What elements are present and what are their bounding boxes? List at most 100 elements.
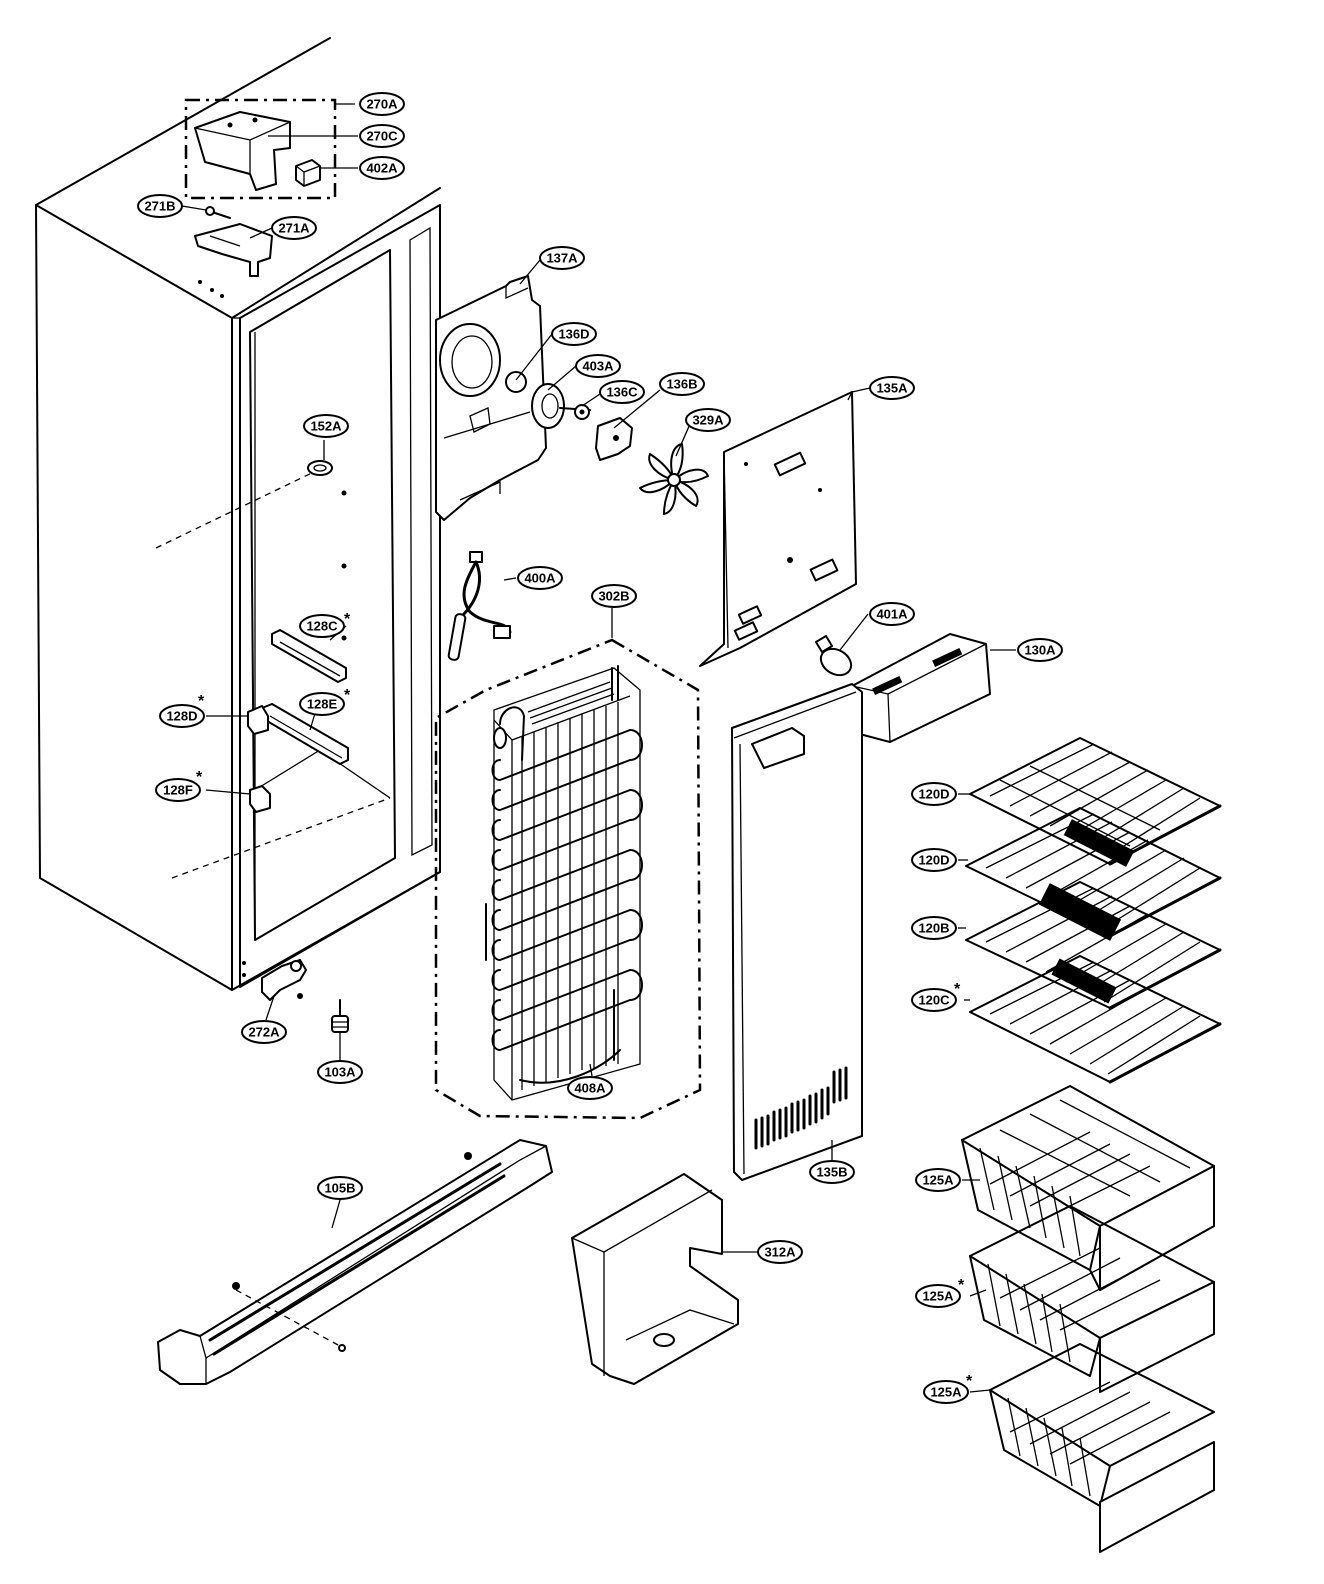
svg-text:402A: 402A <box>366 161 398 176</box>
leveling-leg-103a <box>331 999 349 1033</box>
cover-panel-135a <box>699 391 857 667</box>
svg-text:*: * <box>966 1373 973 1390</box>
svg-text:125A: 125A <box>922 1289 954 1304</box>
callout-270c: 270C <box>359 124 405 148</box>
svg-text:136D: 136D <box>558 327 589 342</box>
svg-text:400A: 400A <box>524 571 556 586</box>
vent-slots <box>754 1066 848 1150</box>
svg-text:125A: 125A <box>930 1385 962 1400</box>
callout-401a: 401A <box>869 602 915 626</box>
svg-text:*: * <box>344 687 351 704</box>
bracket-271a <box>194 223 273 277</box>
callout-120b: 120B <box>911 916 957 940</box>
callout-403a: 403A <box>575 354 621 378</box>
svg-text:152A: 152A <box>310 419 342 434</box>
callout-137a: 137A <box>539 246 585 270</box>
svg-text:120C: 120C <box>918 993 950 1008</box>
evaporator-fins <box>521 681 619 1090</box>
rail-block-128d <box>247 705 269 735</box>
svg-text:*: * <box>198 693 205 710</box>
svg-text:135B: 135B <box>816 1165 847 1180</box>
svg-text:408A: 408A <box>574 1081 606 1096</box>
callout-120d-second: 120D <box>911 848 957 872</box>
svg-text:128D: 128D <box>166 709 197 724</box>
connector-402a <box>295 159 321 187</box>
basket-125a-bottom <box>989 1343 1215 1553</box>
svg-text:272A: 272A <box>248 1025 280 1040</box>
callout-136d: 136D <box>551 322 597 346</box>
callout-272a: 272A <box>241 1020 287 1044</box>
svg-text:403A: 403A <box>582 359 614 374</box>
screw-271b <box>205 206 231 219</box>
basket-125a-middle <box>969 1205 1215 1393</box>
shelf-120c <box>969 955 1222 1084</box>
shelf-rail-128c <box>271 629 347 683</box>
svg-text:128F: 128F <box>163 783 193 798</box>
svg-text:130A: 130A <box>1024 643 1056 658</box>
callout-128e: 128E * <box>299 687 351 716</box>
callout-329a: 329A <box>685 408 731 432</box>
control-box-270c <box>194 111 291 191</box>
evaporator-coils <box>491 729 643 1051</box>
shelf-120b <box>965 881 1222 1010</box>
callout-136c: 136C <box>599 380 645 404</box>
callout-400a: 400A <box>517 566 563 590</box>
svg-text:*: * <box>196 769 203 786</box>
svg-text:271B: 271B <box>144 199 175 214</box>
refrigerator-cabinet <box>35 37 441 991</box>
svg-text:*: * <box>954 981 961 998</box>
callout-103a: 103A <box>317 1060 363 1084</box>
svg-text:105B: 105B <box>324 1181 355 1196</box>
callout-152a: 152A <box>303 414 349 438</box>
callout-135a: 135A <box>869 376 915 400</box>
svg-text:329A: 329A <box>692 413 724 428</box>
callout-105b: 105B <box>317 1176 363 1200</box>
bottom-bracket-105b <box>157 1139 553 1385</box>
callout-135b: 135B <box>809 1160 855 1184</box>
callout-136b: 136B <box>659 372 705 396</box>
callout-270a: 270A <box>359 92 405 116</box>
svg-text:128E: 128E <box>307 697 338 712</box>
svg-text:271A: 271A <box>278 221 310 236</box>
leader-lines <box>181 103 1016 1393</box>
evaporator-302b <box>485 665 643 1101</box>
rail-block-128f <box>249 785 271 813</box>
rear-panel-135b <box>731 683 863 1181</box>
callout-408a: 408A <box>567 1076 613 1100</box>
svg-text:120D: 120D <box>918 853 949 868</box>
callout-302b: 302B <box>591 584 637 608</box>
callout-271a: 271A <box>271 216 317 240</box>
fan-shroud-137a <box>435 275 547 521</box>
callout-128f: 128F * <box>155 769 203 802</box>
svg-text:103A: 103A <box>324 1065 356 1080</box>
callout-125a-bottom: 125A * <box>923 1373 973 1404</box>
svg-text:312A: 312A <box>764 1245 796 1260</box>
shelf-120d-top <box>969 737 1222 866</box>
wire-shelves <box>965 737 1222 1084</box>
svg-text:135A: 135A <box>876 381 908 396</box>
motor-bracket-136b <box>595 417 633 461</box>
grommet-152a <box>307 460 333 476</box>
wire-harness-400a <box>447 551 512 661</box>
basket-125a-top <box>961 1085 1215 1291</box>
evaporator-group-outline <box>434 638 702 1120</box>
svg-text:120B: 120B <box>918 921 949 936</box>
svg-text:128C: 128C <box>306 619 338 634</box>
callout-312a: 312A <box>757 1240 803 1264</box>
svg-text:136B: 136B <box>666 377 697 392</box>
callout-120c: 120C * <box>911 981 961 1012</box>
callout-402a: 402A <box>359 156 405 180</box>
callout-128c: 128C * <box>299 611 351 638</box>
callout-125a-top: 125A <box>915 1168 961 1192</box>
fan-blade-329a <box>639 443 709 515</box>
control-box-group-outline <box>184 98 337 200</box>
callout-130a: 130A <box>1017 638 1063 662</box>
svg-text:*: * <box>344 611 351 628</box>
svg-text:120D: 120D <box>918 787 949 802</box>
freezer-baskets <box>961 1085 1215 1553</box>
callout-128d: 128D * <box>159 693 205 728</box>
svg-text:270A: 270A <box>366 97 398 112</box>
callout-120d-top: 120D <box>911 782 957 806</box>
